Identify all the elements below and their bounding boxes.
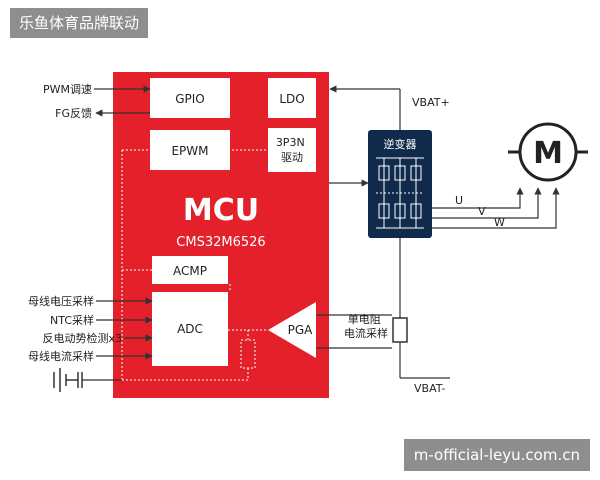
connection-lines [82, 85, 560, 381]
shunt-label: 单电阻 电流采样 [344, 313, 388, 340]
fg-feedback-label: FG反馈 [55, 107, 92, 120]
phase-u-label: U [455, 194, 463, 207]
gpio-label: GPIO [175, 92, 205, 106]
site-url-overlay[interactable]: m-official-leyu.com.cn [403, 439, 590, 471]
pga-amplifier [268, 302, 316, 358]
gpio-block [150, 78, 230, 118]
vbat-neg-label: VBAT- [414, 382, 445, 395]
acmp-block [152, 256, 228, 284]
epwm-label: EPWM [171, 144, 208, 158]
brand-overlay: 乐鱼体育品牌联动 [10, 8, 149, 38]
mcu-title: MCU [183, 193, 259, 228]
adc-label: ADC [177, 322, 203, 336]
adc-block [152, 292, 228, 366]
back-emf-label: 反电动势检测x3 [42, 331, 122, 345]
vbat-pos-label: VBAT+ [412, 96, 450, 109]
bus-current-label: 母线电流采样 [28, 349, 94, 363]
ldo-label: LDO [279, 92, 304, 106]
epwm-block [150, 130, 230, 170]
internal-resistor [240, 339, 256, 369]
drive-label: 3P3N 驱动 [276, 136, 308, 164]
acmp-label: ACMP [173, 264, 207, 278]
mcu-model: CMS32M6526 [176, 235, 265, 250]
pwm-input-label: PWM调速 [43, 83, 92, 96]
ntc-label: NTC采样 [50, 313, 94, 327]
inverter-title: 逆变器 [384, 137, 417, 151]
pga-label: PGA [288, 323, 314, 337]
motor-symbol: M [533, 136, 563, 171]
phase-v-label: V [478, 205, 486, 218]
phase-w-label: W [494, 216, 505, 229]
shunt-resistor [392, 317, 408, 343]
ground-capacitor-icon [53, 368, 83, 392]
inverter-switches-icon [376, 157, 424, 229]
motor-icon: M [508, 122, 588, 182]
drive-block [268, 128, 316, 172]
ldo-block [268, 78, 316, 118]
internal-dotted-lines [121, 149, 268, 381]
bus-voltage-label: 母线电压采样 [28, 294, 94, 308]
